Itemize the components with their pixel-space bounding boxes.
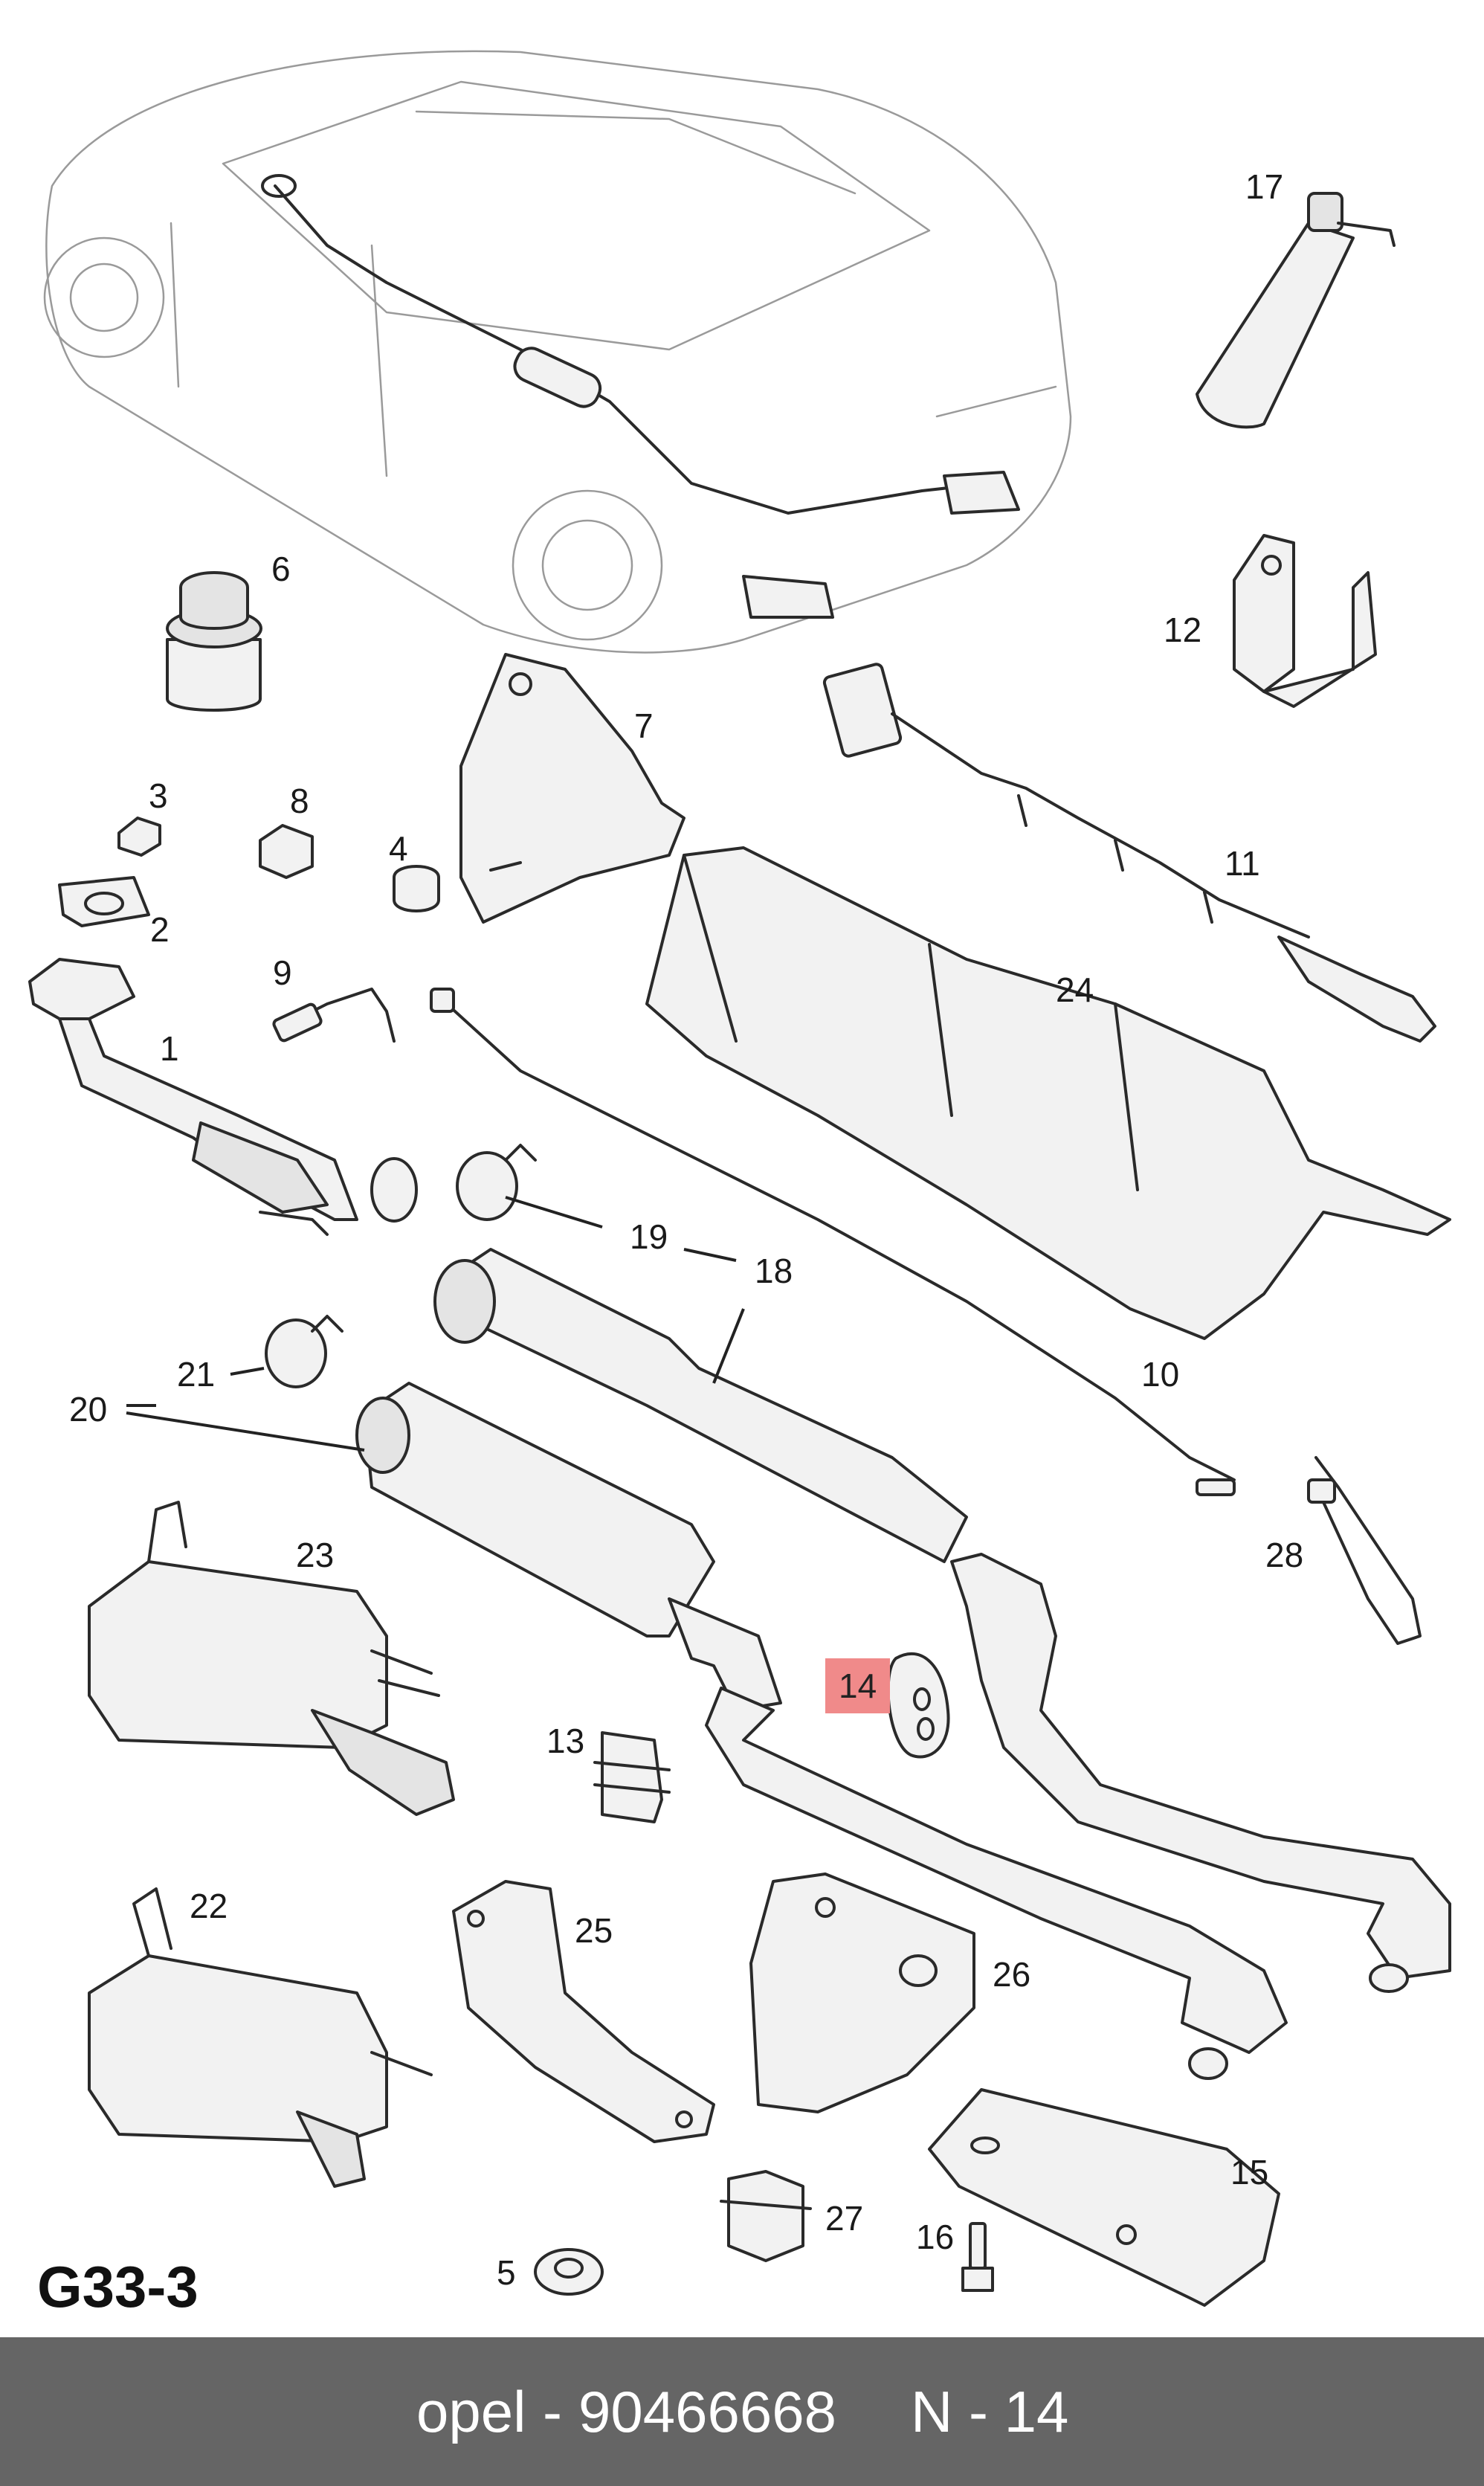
part-12-bracket	[1233, 534, 1377, 708]
part-4-nut	[393, 865, 440, 912]
footer-bar: opel - 90466668 N - 14	[0, 2337, 1484, 2486]
part-6-paste-jar	[166, 571, 262, 712]
callout-10: 10	[1141, 1355, 1180, 1394]
callout-24: 24	[1056, 970, 1094, 1009]
callout-15: 15	[1230, 2153, 1269, 2192]
part-7-heat-shield	[459, 653, 685, 924]
small-hardware	[58, 817, 440, 927]
footer-separator: -	[543, 2379, 562, 2444]
leader-lines	[126, 1196, 745, 1452]
callout-18: 18	[755, 1252, 793, 1290]
callout-12: 12	[1164, 611, 1202, 649]
callout-8: 8	[290, 782, 309, 820]
part-27-clip	[720, 2170, 812, 2262]
callout-17: 17	[1245, 167, 1284, 206]
part-22-rear-silencer	[88, 1887, 433, 2188]
footer-brand: opel	[416, 2379, 526, 2444]
callout-9: 9	[273, 953, 292, 992]
callout-6: 6	[271, 550, 291, 588]
part-15-heat-shield-plate	[928, 2088, 1280, 2307]
part-28-cable-tie	[1307, 1456, 1422, 1645]
callout-21: 21	[177, 1355, 216, 1394]
diagram-drawing	[28, 50, 1451, 2307]
part-20-rear-muffler-assembly	[355, 1382, 1451, 2080]
car-outline	[43, 50, 1072, 654]
part-23-rear-silencer	[88, 1501, 455, 1816]
callout-19: 19	[630, 1217, 668, 1256]
callout-25: 25	[575, 1911, 613, 1950]
callout-2: 2	[150, 910, 170, 949]
part-8-nut	[259, 824, 314, 879]
footer-part-number: 90466668	[578, 2379, 837, 2444]
part-11-oxygen-sensor-harness	[822, 663, 1436, 1043]
part-21-clamp	[265, 1315, 343, 1388]
part-5-nut	[534, 2248, 604, 2296]
exhaust-parts-diagram	[28, 50, 1451, 2307]
part-25-bracket	[452, 1880, 715, 2143]
callout-20: 20	[69, 1390, 108, 1429]
part-14-rubber-mount	[886, 1652, 950, 1759]
callout-5: 5	[497, 2253, 516, 2292]
callout-26: 26	[993, 1955, 1031, 1994]
callout-14-highlighted: 14	[825, 1658, 891, 1713]
callout-22: 22	[190, 1887, 228, 1925]
part-3-nut	[117, 817, 161, 857]
callout-23: 23	[296, 1536, 335, 1574]
part-2-gasket	[58, 876, 150, 927]
callout-27: 27	[825, 2199, 864, 2238]
part-16-bolt	[961, 2222, 994, 2292]
part-26-heat-shield	[749, 1872, 975, 2113]
callout-7: 7	[634, 706, 654, 745]
callout-13: 13	[546, 1722, 585, 1760]
callout-28: 28	[1265, 1536, 1304, 1574]
part-24-heat-shield-large	[645, 846, 1451, 1340]
footer-position: N - 14	[911, 2379, 1069, 2444]
callout-3: 3	[149, 776, 168, 815]
car-exhaust-line	[261, 174, 1020, 619]
callout-11: 11	[1225, 844, 1260, 883]
part-13-clip	[593, 1731, 671, 1823]
part-19-clamp	[456, 1144, 537, 1221]
part-9-oxygen-sensor	[272, 988, 396, 1043]
part-17-sealant-tube	[1196, 192, 1396, 429]
part-10-sensor-cable	[430, 988, 1236, 1496]
callout-1: 1	[160, 1029, 179, 1068]
diagram-code: G33-3	[37, 2254, 199, 2319]
callout-16: 16	[916, 2218, 955, 2256]
part-18-center-muffler	[433, 1248, 968, 1563]
part-1-front-pipe	[28, 958, 418, 1236]
callout-4: 4	[389, 829, 408, 868]
